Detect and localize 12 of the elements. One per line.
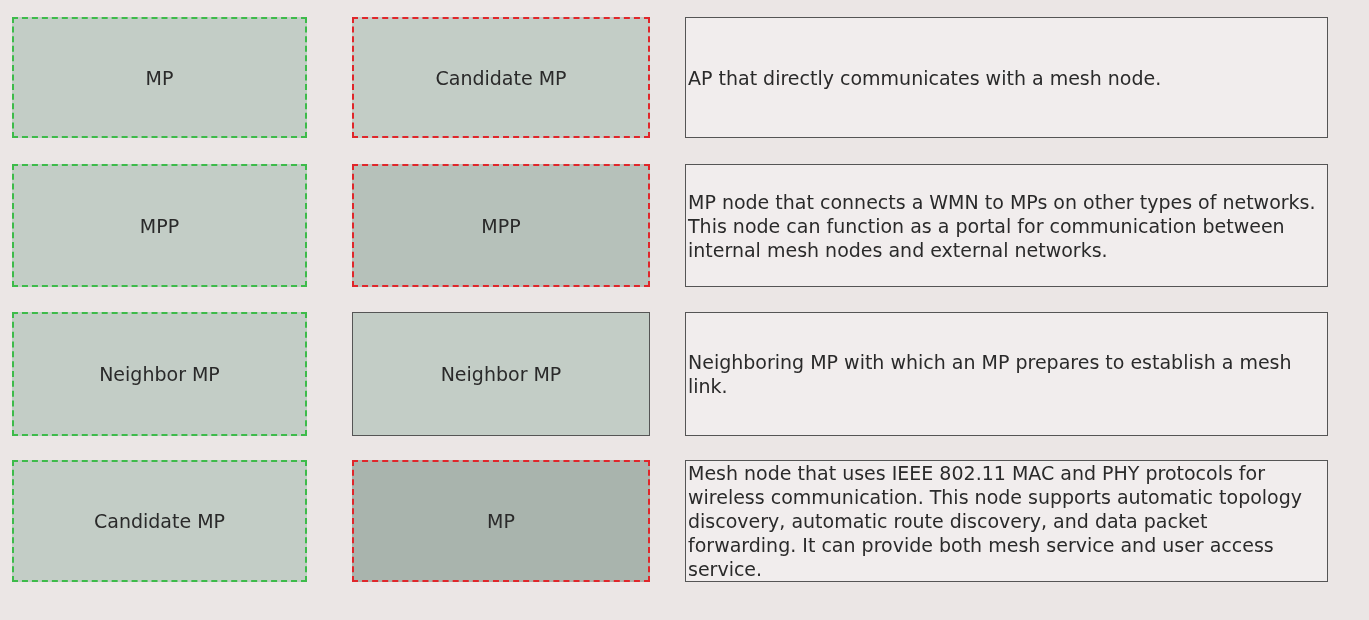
term-box: MP: [12, 17, 307, 138]
term-box: Candidate MP: [12, 460, 307, 582]
term-box: Neighbor MP: [352, 312, 650, 436]
description-box: Mesh node that uses IEEE 802.11 MAC and PHY protocols for wireless communication. This node supports automatic topology discovery, automatic route discovery, and data packet forwarding. It can provide both mesh service and user access service.: [685, 460, 1328, 582]
description-box: AP that directly communicates with a mesh node.: [685, 17, 1328, 138]
term-box: MPP: [12, 164, 307, 287]
term-box: Candidate MP: [352, 17, 650, 138]
description-box: MP node that connects a WMN to MPs on other types of networks. This node can function as a portal for communication between internal mesh nodes and external networks.: [685, 164, 1328, 287]
term-box: MPP: [352, 164, 650, 287]
description-box: Neighboring MP with which an MP prepares to establish a mesh link.: [685, 312, 1328, 436]
term-box: Neighbor MP: [12, 312, 307, 436]
term-box: MP: [352, 460, 650, 582]
